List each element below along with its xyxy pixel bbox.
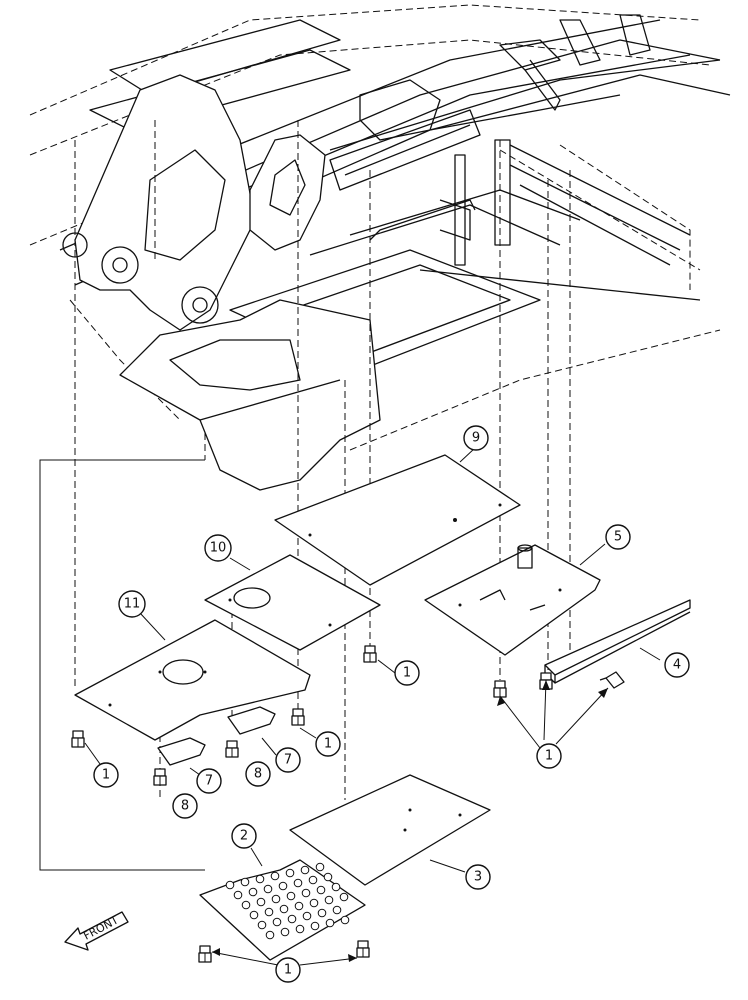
perforation-hole [279, 904, 289, 914]
front-direction-arrow: FRONT [64, 911, 129, 951]
bolt-group [71, 645, 625, 963]
perforation-hole [315, 862, 325, 872]
callout-3: 3 [465, 864, 491, 890]
callout-1-right: 1 [536, 743, 562, 769]
svg-text:10: 10 [210, 541, 227, 556]
perforation-hole [310, 921, 320, 931]
svg-text:1: 1 [102, 768, 110, 783]
perforation-hole [323, 872, 333, 882]
perforation-hole [233, 890, 243, 900]
perforation-hole [340, 915, 350, 925]
callout-7-right: 7 [275, 747, 301, 773]
callout-10: 10 [204, 534, 232, 562]
perforation-hole [285, 868, 295, 878]
hex-bolt [291, 708, 305, 726]
callout-4: 4 [664, 652, 690, 678]
machine-frame [29, 4, 731, 491]
perforation-hole [302, 911, 312, 921]
perforation-hole [280, 927, 290, 937]
callout-7-left: 7 [196, 768, 222, 794]
perforation-hole [300, 865, 310, 875]
svg-text:11: 11 [124, 597, 141, 612]
hex-bolt [493, 680, 507, 698]
perforation-hole [332, 905, 342, 915]
perforation-hole [331, 882, 341, 892]
perforation-hole [241, 900, 251, 910]
perforation-hole [240, 877, 250, 887]
perforation-hole [265, 930, 275, 940]
perforation-hole [317, 908, 327, 918]
svg-text:1: 1 [545, 749, 553, 764]
perforation-hole [295, 924, 305, 934]
cover-plate-9 [274, 454, 521, 586]
perforation-hole [249, 910, 259, 920]
perforation-hole [294, 901, 304, 911]
svg-text:3: 3 [474, 870, 482, 885]
callout-1-center: 1 [394, 660, 420, 686]
hex-bolt [363, 645, 377, 663]
callout-8-left: 8 [172, 793, 198, 819]
perforation-hole [308, 875, 318, 885]
perforation-hole [257, 920, 267, 930]
perforation-hole [255, 874, 265, 884]
cover-plate-5 [424, 544, 601, 656]
perforation-hole [271, 894, 281, 904]
perforation-hole [270, 871, 280, 881]
cover-plate-10 [204, 554, 381, 651]
perforation-hole [286, 891, 296, 901]
perforation-hole [248, 887, 258, 897]
svg-text:1: 1 [403, 666, 411, 681]
svg-text:2: 2 [240, 829, 248, 844]
perforation-hole [263, 884, 273, 894]
perforation-hole [316, 885, 326, 895]
hex-bolt [225, 740, 239, 758]
svg-text:5: 5 [614, 530, 622, 545]
cover-plate-11 [74, 619, 311, 741]
perforation-hole [264, 907, 274, 917]
svg-text:9: 9 [472, 431, 480, 446]
callout-8-right: 8 [245, 761, 271, 787]
perforation-hole [272, 917, 282, 927]
perforation-hole [256, 897, 266, 907]
angle-bracket-4 [544, 599, 691, 684]
cover-7-right [227, 706, 276, 735]
perforation-hole [339, 892, 349, 902]
perforation-hole [325, 918, 335, 928]
perforation-hole [293, 878, 303, 888]
hex-bolt [356, 940, 370, 958]
svg-text:7: 7 [284, 753, 292, 768]
hex-bolt [198, 945, 212, 963]
svg-text:FRONT: FRONT [81, 913, 121, 942]
callout-5: 5 [605, 524, 631, 550]
hex-bolt-angled [599, 671, 625, 689]
callout-9: 9 [463, 425, 489, 451]
perforation-hole [301, 888, 311, 898]
perforation-hole [287, 914, 297, 924]
callout-2: 2 [231, 823, 257, 849]
callout-1-mid: 1 [315, 731, 341, 757]
perforation-hole [309, 898, 319, 908]
perforation-hole [278, 881, 288, 891]
svg-text:4: 4 [673, 658, 681, 673]
hex-bolt [153, 768, 167, 786]
svg-text:7: 7 [205, 774, 213, 789]
perforation-hole [324, 895, 334, 905]
callout-1-bottom: 1 [275, 957, 301, 983]
leader-lines [84, 447, 661, 966]
perforated-plate-2 [199, 859, 366, 961]
perforation-hole [225, 880, 235, 890]
svg-text:1: 1 [324, 737, 332, 752]
callout-1-left: 1 [93, 762, 119, 788]
cover-7-left [157, 737, 206, 766]
svg-text:1: 1 [284, 963, 292, 978]
svg-text:8: 8 [254, 767, 262, 782]
hex-bolt [71, 730, 85, 748]
cover-plate-3 [289, 774, 491, 886]
svg-text:8: 8 [181, 799, 189, 814]
callout-11: 11 [118, 590, 146, 618]
